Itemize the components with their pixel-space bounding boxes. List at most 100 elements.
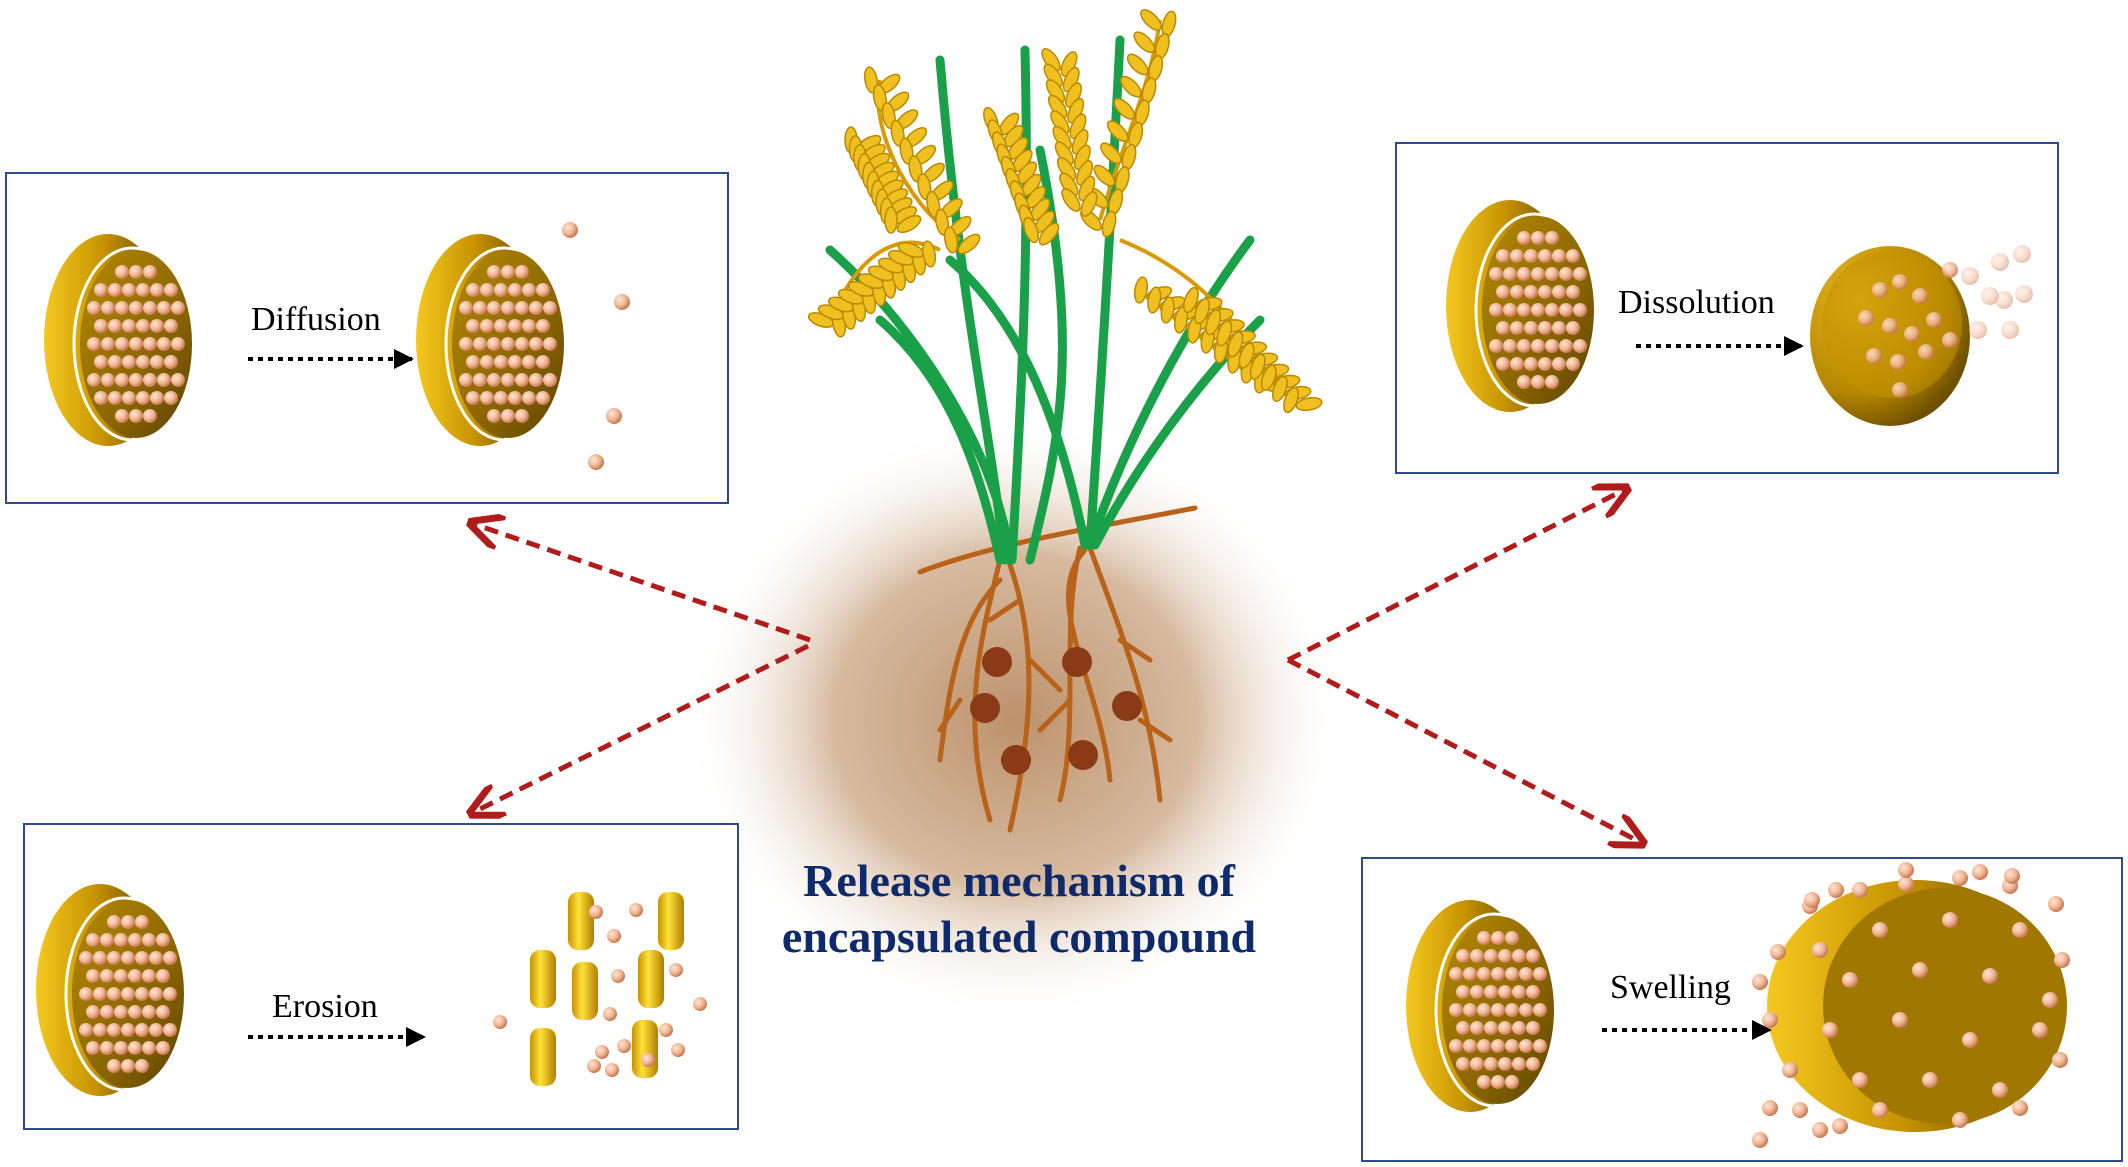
bead-icon [1477,1075,1491,1089]
bead-icon [100,969,114,983]
bead-icon [1463,1003,1477,1017]
bead-icon [1872,922,1888,938]
rice-grain-icon [1227,331,1244,358]
bead-icon [1912,288,1928,304]
bead-icon [2032,1022,2048,1038]
bead-icon [2013,245,2031,263]
bead-icon [611,969,625,983]
bead-icon [164,319,178,333]
bead-icon [1866,348,1882,364]
bead-icon [1912,962,1928,978]
rice-grain-icon [1080,191,1098,217]
bead-icon [494,355,508,369]
bead-icon [107,951,121,965]
bead-icon [543,337,557,351]
bead-icon [1804,892,1820,908]
bead-icon [466,355,480,369]
bead-icon [156,933,170,947]
rice-grain-icon [1133,276,1149,304]
bead-icon [1942,912,1958,928]
bead-icon [1524,321,1538,335]
bead-icon [94,283,108,297]
bead-icon [2004,868,2020,884]
bead-icon [1517,267,1531,281]
bead-icon [529,301,543,315]
bead-icon [1484,985,1498,999]
rice-grain-icon [1067,97,1085,124]
bead-icon [1872,282,1888,298]
bead-icon [1533,967,1547,981]
bead-icon [614,294,630,310]
bead-icon [136,319,150,333]
bead-icon [1904,326,1920,342]
arrow-to-diffusion-icon [474,524,811,643]
bead-icon [1991,253,2009,271]
bead-icon [1982,968,1998,984]
bead-icon [121,915,135,929]
bead-icon [1512,985,1526,999]
bead-icon [1892,274,1908,290]
bead-icon [1512,1057,1526,1071]
bead-icon [2012,922,2028,938]
bead-icon [1842,972,1858,988]
bead-icon [1812,1122,1828,1138]
bead-icon [1872,1102,1888,1118]
bead-icon [143,301,157,315]
bead-icon [1822,1022,1838,1038]
bead-icon [1533,1039,1547,1053]
bead-icon [94,391,108,405]
bead-icon [115,301,129,315]
bead-icon [1892,382,1908,398]
bead-icon [693,997,707,1011]
rice-grain-icon [1060,51,1078,77]
bead-icon [606,408,622,424]
bead-icon [1456,985,1470,999]
rice-grain-icon [1043,63,1063,88]
bead-icon [2048,896,2064,912]
bead-icon [150,319,164,333]
rice-grain-icon [1038,222,1060,246]
bead-icon [1526,949,1540,963]
bead-icon [480,283,494,297]
bead-icon [1962,1032,1978,1048]
bead-icon [669,963,683,977]
bead-icon [100,1041,114,1055]
bead-icon [101,373,115,387]
bead-icon [501,409,515,423]
bead-icon [515,337,529,351]
bead-icon [100,933,114,947]
bead-icon [115,337,129,351]
rice-grain-icon [1126,53,1149,76]
bead-icon [1505,967,1519,981]
bead-icon [1898,862,1914,878]
bead-icon [529,337,543,351]
bead-icon [1782,1062,1798,1078]
bead-icon [1566,285,1580,299]
rice-grain-icon [957,233,981,255]
bead-icon [536,355,550,369]
bead-icon [494,391,508,405]
diagram-title-line-1: Release mechanism of [803,855,1235,906]
bead-icon [1449,1039,1463,1053]
rice-grain-icon [1076,160,1094,186]
bead-icon [1470,985,1484,999]
bead-icon [603,1007,617,1021]
bead-icon [459,337,473,351]
bead-icon [1489,339,1503,353]
rice-grain-icon [1054,141,1075,166]
bead-icon [1470,949,1484,963]
rice-grain-icon [1271,375,1288,403]
bead-icon [1559,303,1573,317]
bead-icon [1969,321,1987,339]
bead-icon [128,1005,142,1019]
bead-icon [135,951,149,965]
dissolving-capsule-icon [1810,246,1970,426]
bead-icon [1498,985,1512,999]
bead-icon [1510,249,1524,263]
bead-icon [501,301,515,315]
bead-icon [1792,1102,1808,1118]
bead-icon [1952,1112,1968,1128]
bead-icon [136,355,150,369]
bead-icon [1524,285,1538,299]
bead-icon [1517,375,1531,389]
